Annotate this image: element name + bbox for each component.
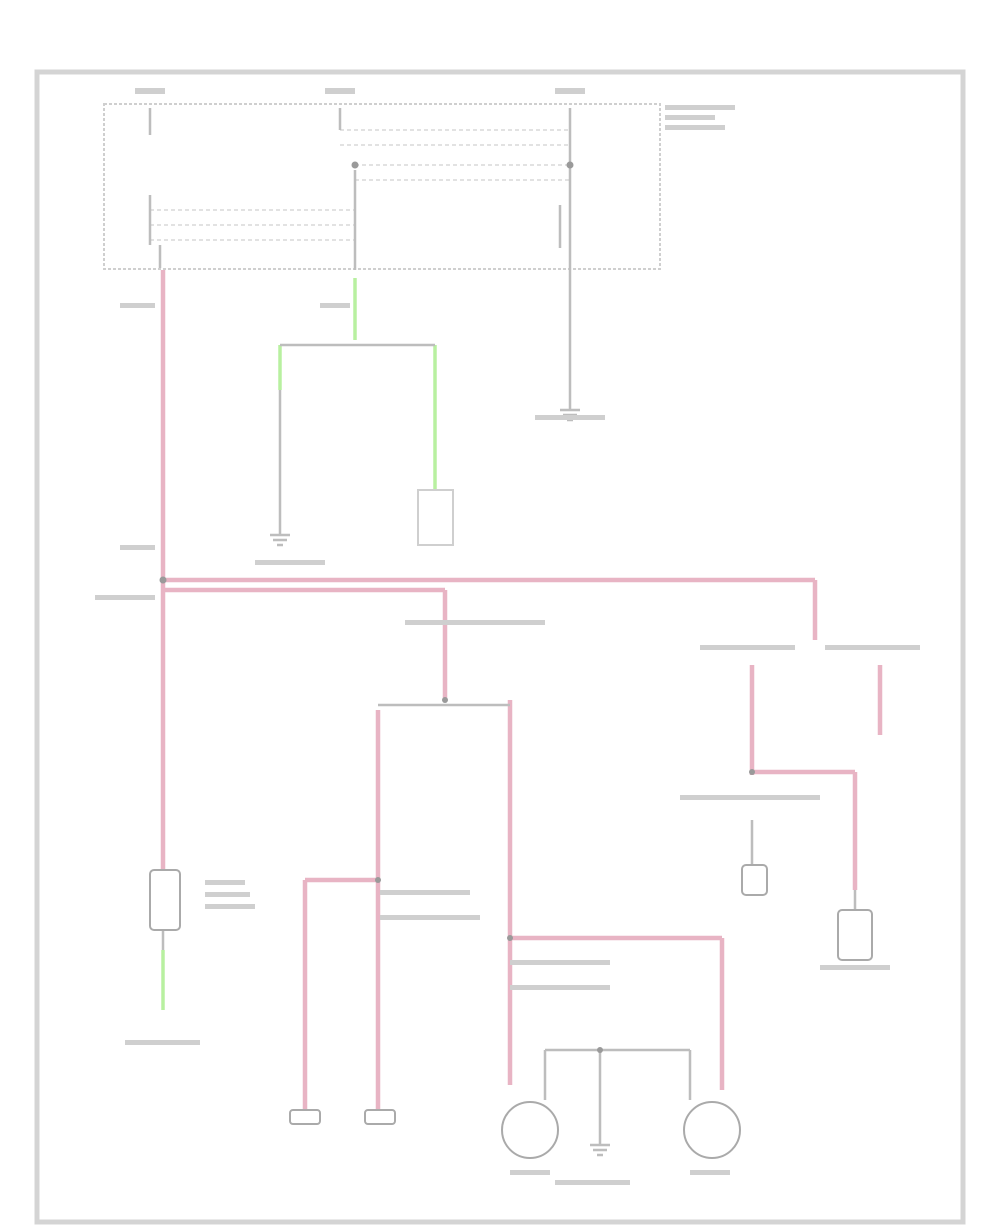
green-wires — [161, 278, 437, 1010]
illegible-labels — [95, 88, 920, 1185]
component-right-lower — [837, 909, 873, 961]
diagram-frame — [34, 69, 966, 1225]
component-right-mid — [741, 864, 768, 896]
speaker-left — [501, 1101, 559, 1159]
connector-bottom-mid — [364, 1109, 396, 1125]
component-box-center — [417, 489, 454, 546]
junction-dots — [159, 161, 755, 1053]
relay-internal-lines — [148, 108, 572, 270]
ground-symbols — [270, 408, 610, 1157]
component-lamp-left — [149, 869, 181, 931]
pink-power-wires — [160, 270, 883, 1110]
speaker-right — [683, 1101, 741, 1159]
connector-bottom-left — [289, 1109, 321, 1125]
relay-box — [103, 103, 661, 270]
black-wires — [161, 270, 857, 1145]
